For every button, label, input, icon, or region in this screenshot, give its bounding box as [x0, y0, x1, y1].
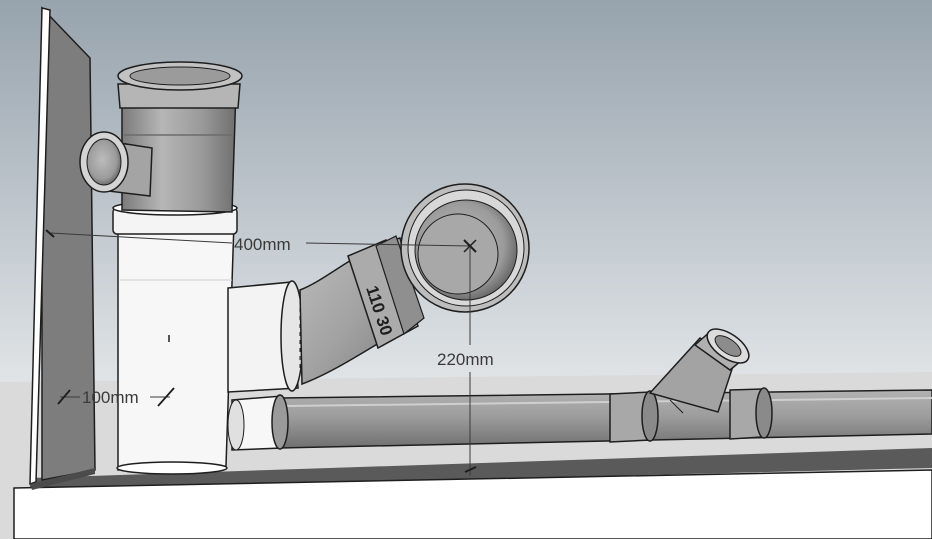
floor-slab-top [30, 448, 932, 490]
floor-slab-side [13, 469, 932, 539]
vertical-stack-pipe[interactable] [112, 200, 238, 475]
dimension-horizontal[interactable]: 400mm [45, 229, 477, 254]
white-pipe-stub[interactable] [227, 394, 289, 451]
pipe-coupler[interactable] [609, 390, 659, 443]
tee-side-outlet[interactable] [227, 280, 304, 393]
pipe-coupler[interactable] [729, 387, 773, 440]
dimension-label-100: 100mm [82, 388, 139, 407]
pipe-bend-45[interactable] [299, 183, 530, 386]
dimension-wall-clearance[interactable]: 100mm [57, 387, 175, 407]
wall[interactable] [29, 6, 96, 490]
y-branch-fitting[interactable] [648, 322, 755, 414]
dimension-label-220: 220mm [437, 350, 494, 369]
dimension-vertical[interactable]: 220mm [437, 248, 494, 476]
dimension-label-400: 400mm [234, 235, 291, 254]
side-inlet-branch[interactable] [79, 131, 153, 197]
